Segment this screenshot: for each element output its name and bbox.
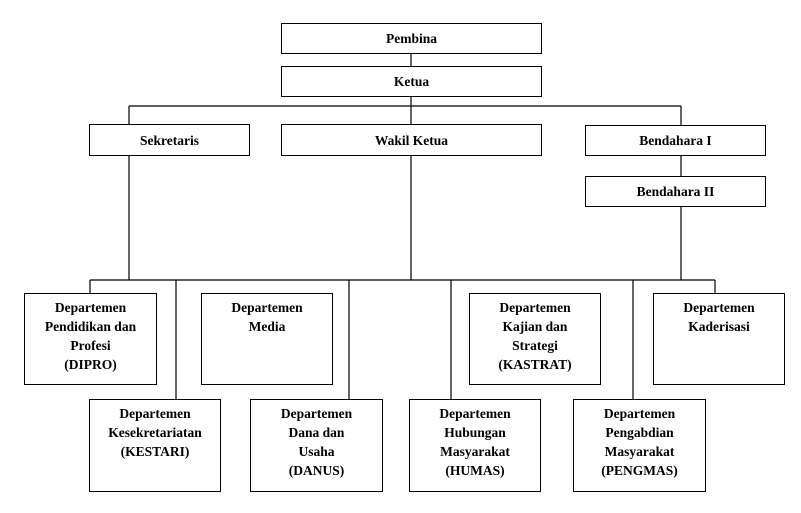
dept-dipro-line: Departemen — [54, 300, 127, 315]
pembina-label: Pembina — [385, 31, 437, 46]
dept-kastrat-line: Kajian dan — [502, 319, 568, 334]
dept-dipro-box: Departemen Pendidikan dan Profesi (DIPRO… — [24, 293, 157, 385]
dept-kestari-line: (KESTARI) — [120, 444, 190, 459]
ketua-box: Ketua — [281, 66, 542, 97]
dept-kastrat-line: Strategi — [512, 338, 558, 353]
dept-humas-line: Masyarakat — [440, 444, 510, 459]
dept-humas-line: Departemen — [439, 406, 511, 421]
dept-kestari-line: Kesekretariatan — [108, 425, 202, 440]
dept-dipro-line: Pendidikan dan — [44, 319, 137, 334]
dept-kaderisasi-box: Departemen Kaderisasi — [653, 293, 785, 385]
dept-dipro-line: Profesi — [70, 338, 111, 353]
dept-pengmas-line: Departemen — [603, 406, 676, 421]
dept-kastrat-box: Departemen Kajian dan Strategi (KASTRAT) — [469, 293, 601, 385]
dept-pengmas-line: Masyarakat — [604, 444, 675, 459]
bendahara-2-label: Bendahara II — [636, 184, 715, 199]
dept-kastrat-line: Departemen — [499, 300, 571, 315]
bendahara-2-box: Bendahara II — [585, 176, 766, 207]
dept-pengmas-box: Departemen Pengabdian Masyarakat (PENGMA… — [573, 399, 706, 492]
dept-kaderisasi-line: Kaderisasi — [688, 319, 750, 334]
pembina-box: Pembina — [281, 23, 542, 54]
dept-danus-line: Departemen — [280, 406, 353, 421]
dept-pengmas-line: (PENGMAS) — [601, 463, 678, 478]
dept-kaderisasi-line: Departemen — [683, 300, 755, 315]
dept-humas-box: Departemen Hubungan Masyarakat (HUMAS) — [409, 399, 541, 492]
dept-danus-box: Departemen Dana dan Usaha (DANUS) — [250, 399, 383, 492]
dept-kestari-line: Departemen — [119, 406, 191, 421]
dept-media-line: Media — [248, 319, 286, 334]
dept-humas-line: (HUMAS) — [445, 463, 505, 478]
dept-dipro-line: (DIPRO) — [64, 357, 117, 372]
bendahara-1-label: Bendahara I — [639, 133, 712, 148]
dept-kestari-box: Departemen Kesekretariatan (KESTARI) — [89, 399, 221, 492]
bendahara-1-box: Bendahara I — [585, 125, 766, 156]
dept-danus-line: (DANUS) — [288, 463, 345, 478]
dept-danus-line: Usaha — [298, 444, 335, 459]
wakil-ketua-box: Wakil Ketua — [281, 124, 542, 156]
ketua-label: Ketua — [393, 74, 430, 89]
wakil-ketua-label: Wakil Ketua — [374, 132, 449, 148]
dept-media-line: Departemen — [231, 300, 303, 315]
dept-danus-line: Dana dan — [288, 425, 345, 440]
dept-media-box: Departemen Media — [201, 293, 333, 385]
sekretaris-label: Sekretaris — [140, 132, 199, 148]
sekretaris-box: Sekretaris — [89, 124, 250, 156]
dept-kastrat-line: (KASTRAT) — [498, 357, 572, 372]
dept-pengmas-line: Pengabdian — [605, 425, 674, 440]
dept-humas-line: Hubungan — [444, 425, 506, 440]
